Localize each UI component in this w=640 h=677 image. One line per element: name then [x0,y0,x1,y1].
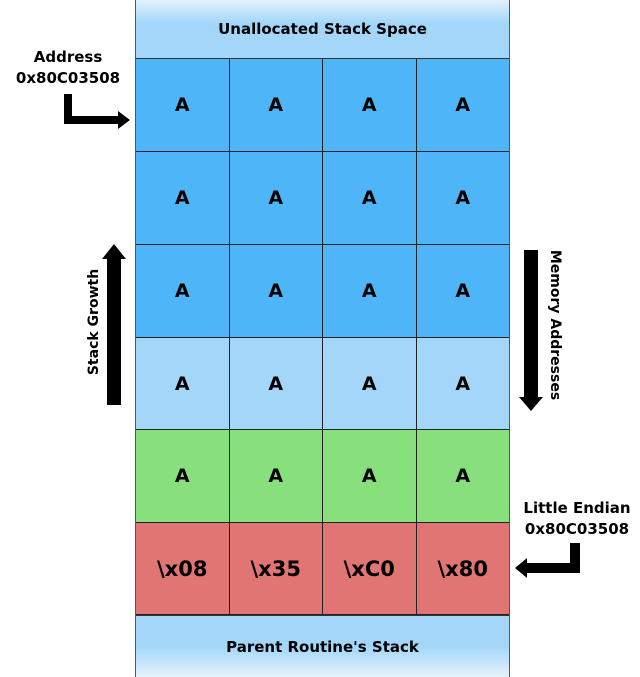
stack-cell: A [136,59,230,151]
stack-cell: A [230,430,323,522]
stack-cell: A [323,245,417,337]
stack-cell: A [136,152,230,244]
stack-cell: A [455,280,471,302]
unallocated-stack-space: Unallocated Stack Space [136,0,509,59]
parent-routine-stack: Parent Routine's Stack [136,615,509,677]
stack-cell: A [323,430,417,522]
stack-cell: \x08 [136,523,230,614]
stack-cell: A [323,152,417,244]
address-value: 0x80C03508 [15,69,121,87]
stack-row-return-address: \x08\x35\xC0 \x80 [136,523,509,615]
stack-cell: \x80 [437,556,488,581]
stack-cell: A [323,59,417,151]
address-title: Address [33,48,103,66]
parent-stack-label: Parent Routine's Stack [226,637,419,656]
stack-cell: A [136,245,230,337]
stack-cell: A [136,338,230,429]
stack-cell: A [230,338,323,429]
little-endian-title: Little Endian [523,499,631,517]
stack-cell: \x35 [230,523,323,614]
little-endian-annotation: Little Endian 0x80C03508 [514,498,640,540]
stack-cell: A [230,152,323,244]
little-endian-value: 0x80C03508 [524,520,630,538]
stack-cell: A [455,94,471,116]
stack-cell: \xC0 [323,523,417,614]
stack-cell: A [455,465,471,487]
stack-cell: A [455,372,471,395]
stack-cell: A [136,430,230,522]
stack-cell: A [230,245,323,337]
stack-cell: A [230,59,323,151]
unallocated-label: Unallocated Stack Space [218,20,427,38]
address-annotation: Address 0x80C03508 [8,47,128,89]
stack-cell: A [455,187,471,209]
stack-cell: A [323,338,417,429]
